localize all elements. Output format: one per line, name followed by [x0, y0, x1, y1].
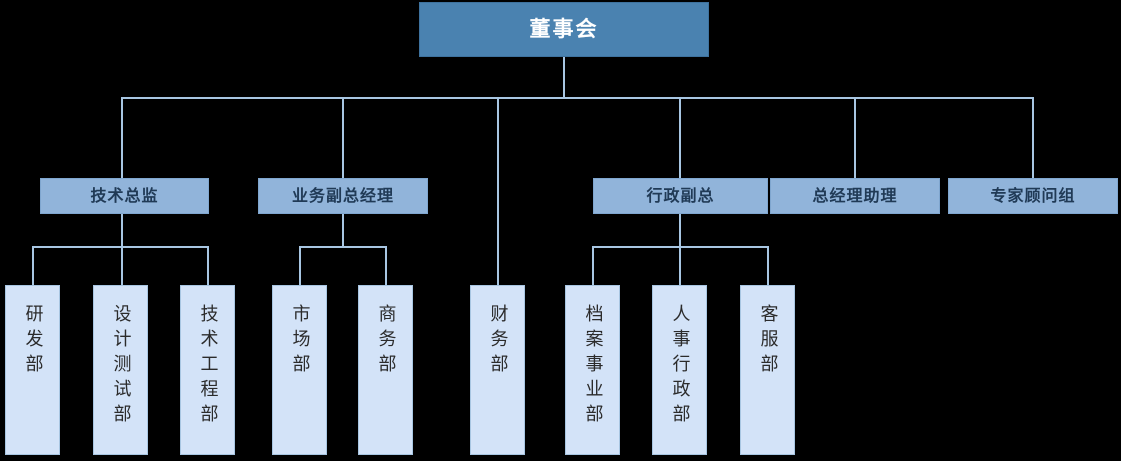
node-label: 业务副总经理	[291, 185, 394, 205]
connector-drop-commerce-dept	[385, 246, 387, 285]
connector-stem-tech-director	[121, 213, 123, 247]
connector-drop-marketing-dept	[299, 246, 301, 285]
connector-drop-tech-director	[121, 97, 123, 178]
node-label: 设计测试部	[110, 304, 132, 429]
node-label: 市场部	[289, 304, 311, 379]
node-label: 董事会	[529, 17, 599, 42]
connector-drop-archive-bu	[592, 246, 594, 285]
node-label: 人事行政部	[669, 304, 691, 429]
node-label: 档案事业部	[582, 304, 604, 429]
node-label: 财务部	[487, 304, 509, 379]
node-expert-advisory[interactable]: 专家顾问组	[948, 178, 1118, 214]
node-business-vp[interactable]: 业务副总经理	[258, 178, 428, 214]
connector-drop-customer-service-dept	[767, 246, 769, 285]
node-label: 客服部	[757, 304, 779, 379]
node-marketing-dept[interactable]: 市场部	[272, 285, 327, 455]
connector-main-bus	[121, 97, 1033, 99]
node-customer-service-dept[interactable]: 客服部	[740, 285, 795, 455]
node-finance-dept[interactable]: 财务部	[470, 285, 525, 455]
connector-root-stem	[563, 57, 565, 99]
node-commerce-dept[interactable]: 商务部	[358, 285, 413, 455]
node-tech-director[interactable]: 技术总监	[40, 178, 209, 214]
node-archive-bu[interactable]: 档案事业部	[565, 285, 620, 455]
connector-drop-rd-dept	[32, 246, 34, 285]
node-label: 研发部	[22, 304, 44, 379]
connector-stem-admin-vp	[679, 213, 681, 247]
connector-drop-business-vp	[342, 97, 344, 178]
connector-drop-design-test-dept	[121, 246, 123, 285]
node-label: 商务部	[375, 304, 397, 379]
node-label: 技术工程部	[197, 304, 219, 429]
connector-drop-tech-eng-dept	[207, 246, 209, 285]
node-board-of-directors[interactable]: 董事会	[419, 2, 709, 57]
connector-bus-tech-director	[32, 246, 209, 248]
node-label: 总经理助理	[812, 185, 898, 205]
node-hr-admin-dept[interactable]: 人事行政部	[652, 285, 707, 455]
connector-drop-finance-dept	[497, 97, 499, 285]
connector-drop-admin-vp	[679, 97, 681, 178]
connector-bus-business-vp	[299, 246, 387, 248]
node-rd-dept[interactable]: 研发部	[5, 285, 60, 455]
node-label: 技术总监	[90, 185, 159, 205]
node-tech-eng-dept[interactable]: 技术工程部	[180, 285, 235, 455]
connector-drop-expert-advisory	[1032, 97, 1034, 178]
connector-drop-hr-admin-dept	[679, 246, 681, 285]
node-label: 专家顾问组	[990, 185, 1076, 205]
connector-drop-gm-assistant	[854, 97, 856, 178]
node-design-test-dept[interactable]: 设计测试部	[93, 285, 148, 455]
node-label: 行政副总	[646, 185, 715, 205]
node-gm-assistant[interactable]: 总经理助理	[770, 178, 940, 214]
connector-stem-business-vp	[342, 213, 344, 247]
node-admin-vp[interactable]: 行政副总	[593, 178, 768, 214]
